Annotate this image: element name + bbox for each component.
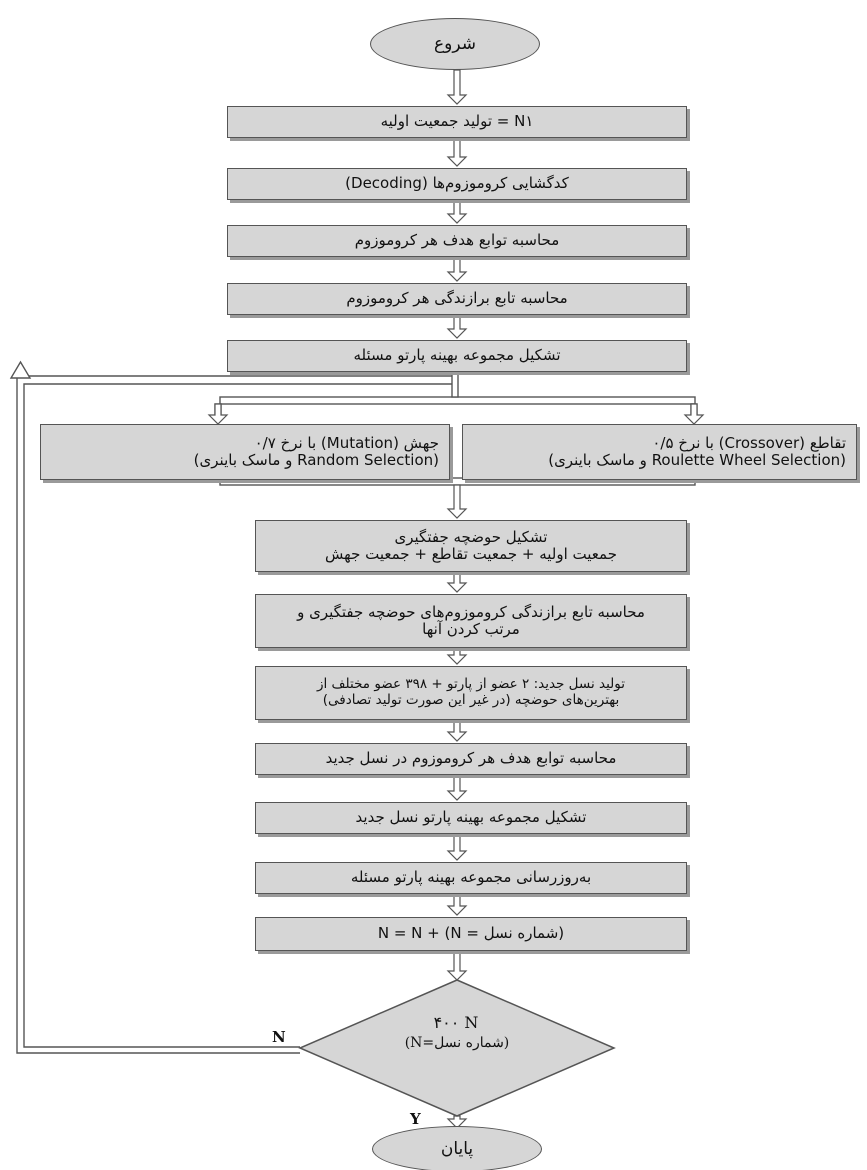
step-increment-n: (شماره نسل = N) + N = N: [255, 917, 687, 951]
step-init-population: N۱ = تولید جمعیت اولیه: [227, 106, 687, 138]
end-terminal: پایان: [372, 1126, 542, 1170]
arrow-s2-to-s3: [446, 201, 468, 224]
arrow-s1-to-s2: [446, 139, 468, 167]
step-text-2: مرتب کردن آنها: [422, 620, 520, 638]
step-text: تشکیل مجموعه بهینه پارتو مسئله: [353, 346, 561, 365]
step-text: (شماره نسل = N) + N = N: [377, 924, 565, 943]
step-text-1: تشکیل حوضچه جفتگیری: [394, 527, 548, 546]
loop-back-outer: [16, 375, 455, 1054]
arrow-split-to-crossover: [683, 403, 705, 425]
mutation-line-1: جهش (Mutation) با نرخ ۰/۷: [254, 433, 439, 452]
arrow-newgen-to-objective: [446, 721, 468, 742]
step-fitness: محاسبه تابع برازندگی هر کروموزوم: [227, 283, 687, 315]
step-objective-functions: محاسبه توابع هدف هر کروموزوم: [227, 225, 687, 257]
arrow-pool-to-sort: [446, 573, 468, 593]
step-text: تشکیل مجموعه بهینه پارتو نسل جدید: [355, 808, 587, 827]
arrow-s4-to-s5: [446, 316, 468, 339]
arrow-merge-to-pool: [446, 484, 468, 519]
arrow-pareto-to-update: [446, 835, 468, 861]
step-text-2: بهترین‌های حوضچه (در غیر این صورت تولید …: [322, 692, 620, 708]
decision-text: ۴۰۰ N (N=شماره نسل): [366, 1012, 548, 1054]
step-new-generation: تولید نسل جدید: ۲ عضو از پارتو + ۳۹۸ عضو…: [255, 666, 687, 720]
crossover-line-2: (Roulette Wheel Selection و ماسک باینری): [548, 451, 846, 469]
end-label: پایان: [440, 1139, 474, 1159]
step-text: محاسبه توابع هدف هر کروموزوم در نسل جدید: [325, 749, 617, 768]
step-text: N۱ = تولید جمعیت اولیه: [380, 112, 534, 131]
mutation-box: جهش (Mutation) با نرخ ۰/۷ (Random Select…: [40, 424, 450, 480]
step-pareto-set: تشکیل مجموعه بهینه پارتو مسئله: [227, 340, 687, 372]
crossover-box: تقاطع (Crossover) با نرخ ۰/۵ (Roulette W…: [462, 424, 857, 480]
loop-back-inner: [23, 383, 455, 1048]
arrow-objective-to-pareto: [446, 776, 468, 801]
decision-yes-label: Y: [410, 1110, 421, 1128]
step-text-1: تولید نسل جدید: ۲ عضو از پارتو + ۳۹۸ عضو…: [317, 676, 626, 693]
step-text: محاسبه توابع هدف هر کروموزوم: [354, 231, 560, 250]
step-update-pareto: به‌روزرسانی مجموعه بهینه پارتو مسئله: [255, 862, 687, 894]
step-text: محاسبه تابع برازندگی هر کروموزوم: [346, 289, 568, 308]
start-label: شروع: [434, 34, 476, 54]
step-text-1: محاسبه تابع برازندگی کروموزوم‌های حوضچه …: [297, 602, 645, 621]
step-pareto-new-gen: تشکیل مجموعه بهینه پارتو نسل جدید: [255, 802, 687, 834]
step-fitness-sort: محاسبه تابع برازندگی کروموزوم‌های حوضچه …: [255, 594, 687, 648]
loop-back-arrowhead: [9, 360, 32, 379]
step-decoding: کدگشایی کروموزوم‌ها (Decoding): [227, 168, 687, 200]
step-text: کدگشایی کروموزوم‌ها (Decoding): [345, 174, 569, 193]
arrow-update-to-increment: [446, 895, 468, 916]
decision-variable: (N=شماره نسل): [404, 1035, 510, 1052]
step-objective-new-gen: محاسبه توابع هدف هر کروموزوم در نسل جدید: [255, 743, 687, 775]
split-bar: [219, 396, 696, 405]
arrow-sort-to-newgen: [446, 649, 468, 665]
arrow-s3-to-s4: [446, 258, 468, 282]
decision-condition: ۴۰۰ N: [433, 1013, 481, 1032]
start-terminal: شروع: [370, 18, 540, 70]
step-mating-pool: تشکیل حوضچه جفتگیری جمعیت اولیه + جمعیت …: [255, 520, 687, 572]
arrow-increment-to-decision: [446, 952, 468, 981]
mutation-line-2: (Random Selection و ماسک باینری): [193, 451, 439, 469]
arrow-split-to-mutation: [207, 403, 229, 425]
arrow-decision-to-end: [446, 1115, 468, 1129]
decision-diamond: [298, 979, 616, 1117]
arrow-start-to-s1: [446, 69, 468, 105]
step-text: به‌روزرسانی مجموعه بهینه پارتو مسئله: [350, 868, 592, 887]
crossover-line-1: تقاطع (Crossover) با نرخ ۰/۵: [652, 433, 846, 452]
step-text-2: جمعیت اولیه + جمعیت تقاطع + جمعیت جهش: [325, 545, 617, 563]
decision-no-label: N: [272, 1028, 286, 1046]
